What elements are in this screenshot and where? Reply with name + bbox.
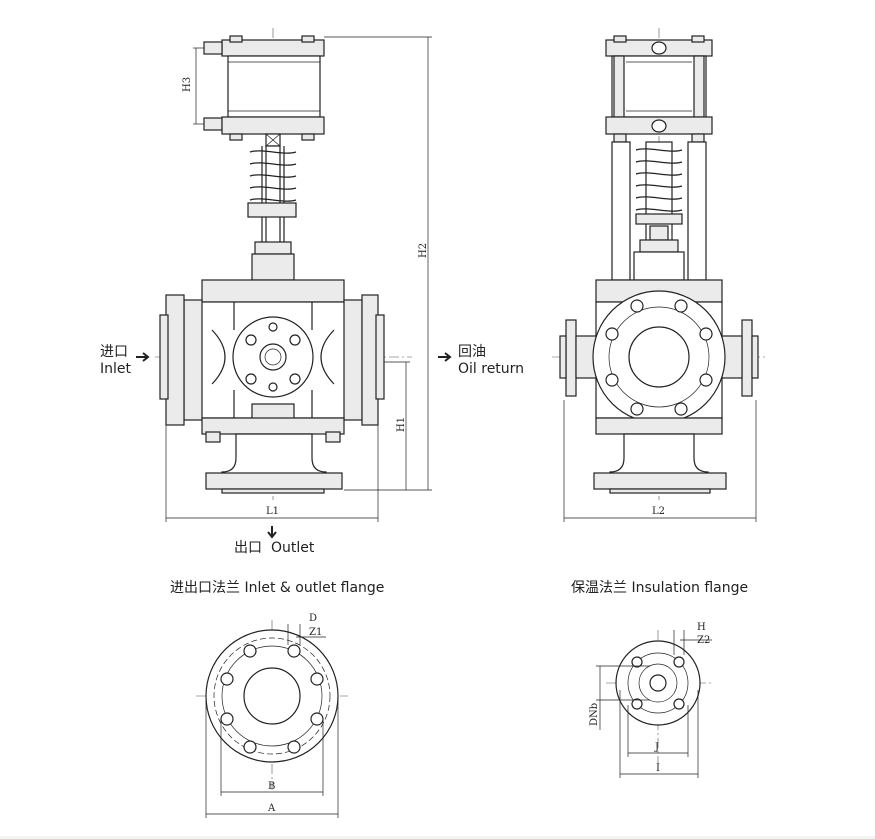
front-view: [155, 28, 412, 500]
dim-l2: L2: [652, 506, 665, 517]
dim-b: B: [268, 781, 275, 792]
dim-dnb: DNb: [589, 703, 600, 726]
outlet-label-cn: 出口: [234, 540, 262, 556]
dim-j: J: [654, 742, 659, 753]
dim-a: A: [267, 803, 276, 814]
inlet-label-cn: 进口: [100, 344, 128, 360]
inlet-label-en: Inlet: [100, 361, 132, 377]
dim-z1: Z1: [309, 627, 322, 638]
oil-return-label-cn: 回油: [458, 344, 486, 360]
flange-caption-left: 进出口法兰 Inlet & outlet flange: [170, 580, 384, 596]
dim-z2: Z2: [697, 635, 710, 646]
arrow-right-icon: [438, 352, 452, 362]
dim-l1: L1: [266, 506, 279, 517]
dim-d: D: [309, 613, 317, 624]
bolt-holes: [220, 644, 324, 754]
dim-i: I: [656, 763, 660, 774]
dim-h3: H3: [182, 77, 193, 92]
arrow-down-icon: [267, 526, 277, 539]
inlet-outlet-flange: D Z1 B A: [196, 613, 348, 818]
insulation-flange: H Z2 DNb J I: [589, 622, 712, 778]
outlet-label-en: Outlet: [271, 540, 315, 556]
bolt-holes: [631, 656, 685, 710]
arrow-right-icon: [136, 352, 150, 362]
dim-h2: H2: [418, 243, 429, 258]
front-dimensions: H3 H2 H1 L1: [165, 36, 432, 522]
flange-caption-right: 保温法兰 Insulation flange: [571, 580, 748, 596]
side-view: [552, 28, 766, 500]
bottom-divider: [0, 836, 875, 839]
dim-h1: H1: [396, 417, 407, 432]
oil-return-label-en: Oil return: [458, 361, 524, 377]
dim-h: H: [697, 622, 706, 633]
side-dimensions: L2: [563, 400, 757, 522]
